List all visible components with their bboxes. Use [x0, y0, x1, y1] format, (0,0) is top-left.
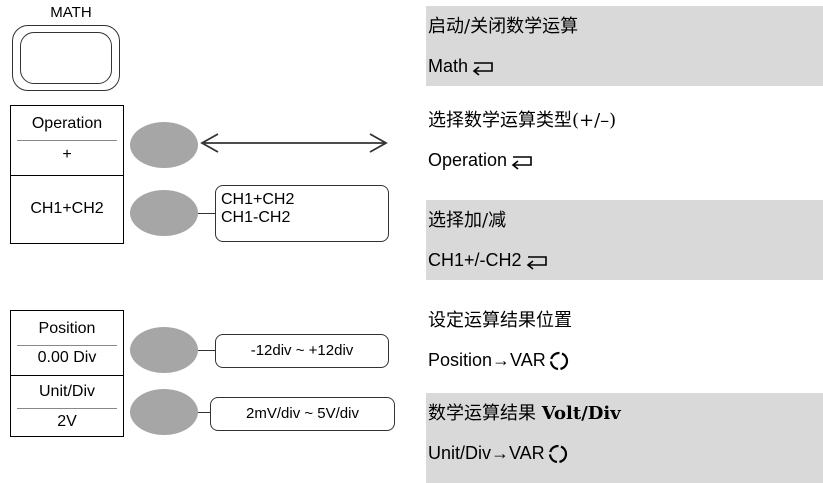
channel-connector — [198, 213, 216, 214]
unit-menu-divider — [17, 408, 117, 409]
math-key-label: MATH — [50, 4, 92, 21]
channel-softkey[interactable] — [130, 190, 198, 236]
double-headed-arrow-icon — [200, 133, 388, 153]
position-menu-label: Position — [38, 320, 96, 337]
channel-menu-value: CH1+CH2 — [30, 200, 104, 217]
unit-menu-label: Unit/Div — [38, 383, 95, 400]
position-connector — [198, 350, 216, 351]
position-key-text: Position→VAR — [428, 350, 546, 370]
channel-option-add: CH1+CH2 — [221, 191, 295, 208]
math-button[interactable] — [12, 25, 120, 91]
position-description: 设定运算结果位置 — [428, 310, 572, 331]
rotary-knob-icon — [549, 352, 568, 371]
unit-key-text: Unit/Div→VAR — [428, 443, 545, 463]
math-key-row: Math — [426, 46, 823, 86]
operation-description-row: 选择数学运算类型(+/–) — [426, 100, 823, 140]
unit-description-bold: Volt/Div — [541, 403, 621, 424]
menu-group-position — [10, 310, 124, 437]
unit-range-box: 2mV/div ~ 5V/div — [210, 397, 395, 431]
unit-description-row: 数学运算结果 Volt/Div — [426, 393, 823, 433]
math-button-face[interactable] — [20, 32, 112, 84]
operation-menu-divider — [17, 140, 117, 141]
return-arrow-icon — [526, 256, 547, 270]
math-key-text: Math — [428, 56, 469, 76]
position-description-row: 设定运算结果位置 — [426, 300, 823, 340]
channel-description-row: 选择加/减 — [426, 200, 823, 240]
channel-options-box: CH1+CH2 CH1-CH2 — [215, 185, 389, 242]
unit-menu-value: 2V — [57, 413, 77, 430]
return-arrow-icon — [472, 62, 493, 76]
rotary-knob-icon — [548, 445, 567, 464]
position-menu-value: 0.00 Div — [37, 349, 97, 366]
math-description-row: 启动/关闭数学运算 — [426, 6, 823, 46]
unit-key-row: Unit/Div→VAR — [426, 433, 823, 483]
channel-option-subtract: CH1-CH2 — [221, 209, 291, 226]
operation-key-row: Operation — [426, 140, 823, 180]
position-key-row: Position→VAR — [426, 340, 823, 380]
operation-menu-value: + — [62, 146, 72, 163]
unit-connector — [198, 412, 216, 413]
math-description: 启动/关闭数学运算 — [428, 16, 579, 37]
channel-key-row: CH1+/-CH2 — [426, 240, 823, 280]
operation-key-text: Operation — [428, 150, 508, 170]
position-softkey[interactable] — [130, 327, 198, 373]
operation-menu-label: Operation — [31, 115, 103, 132]
unit-softkey[interactable] — [130, 389, 198, 435]
unit-description: 数学运算结果 — [428, 403, 542, 424]
position-range-box: -12div ~ +12div — [215, 334, 389, 368]
position-menu-divider — [17, 345, 117, 346]
operation-softkey[interactable] — [130, 122, 198, 168]
channel-description: 选择加/减 — [428, 210, 507, 231]
menu-group-operation — [10, 105, 124, 244]
return-arrow-icon — [511, 156, 532, 170]
channel-key-text: CH1+/-CH2 — [428, 250, 522, 270]
operation-description: 选择数学运算类型(+/–) — [428, 110, 617, 131]
